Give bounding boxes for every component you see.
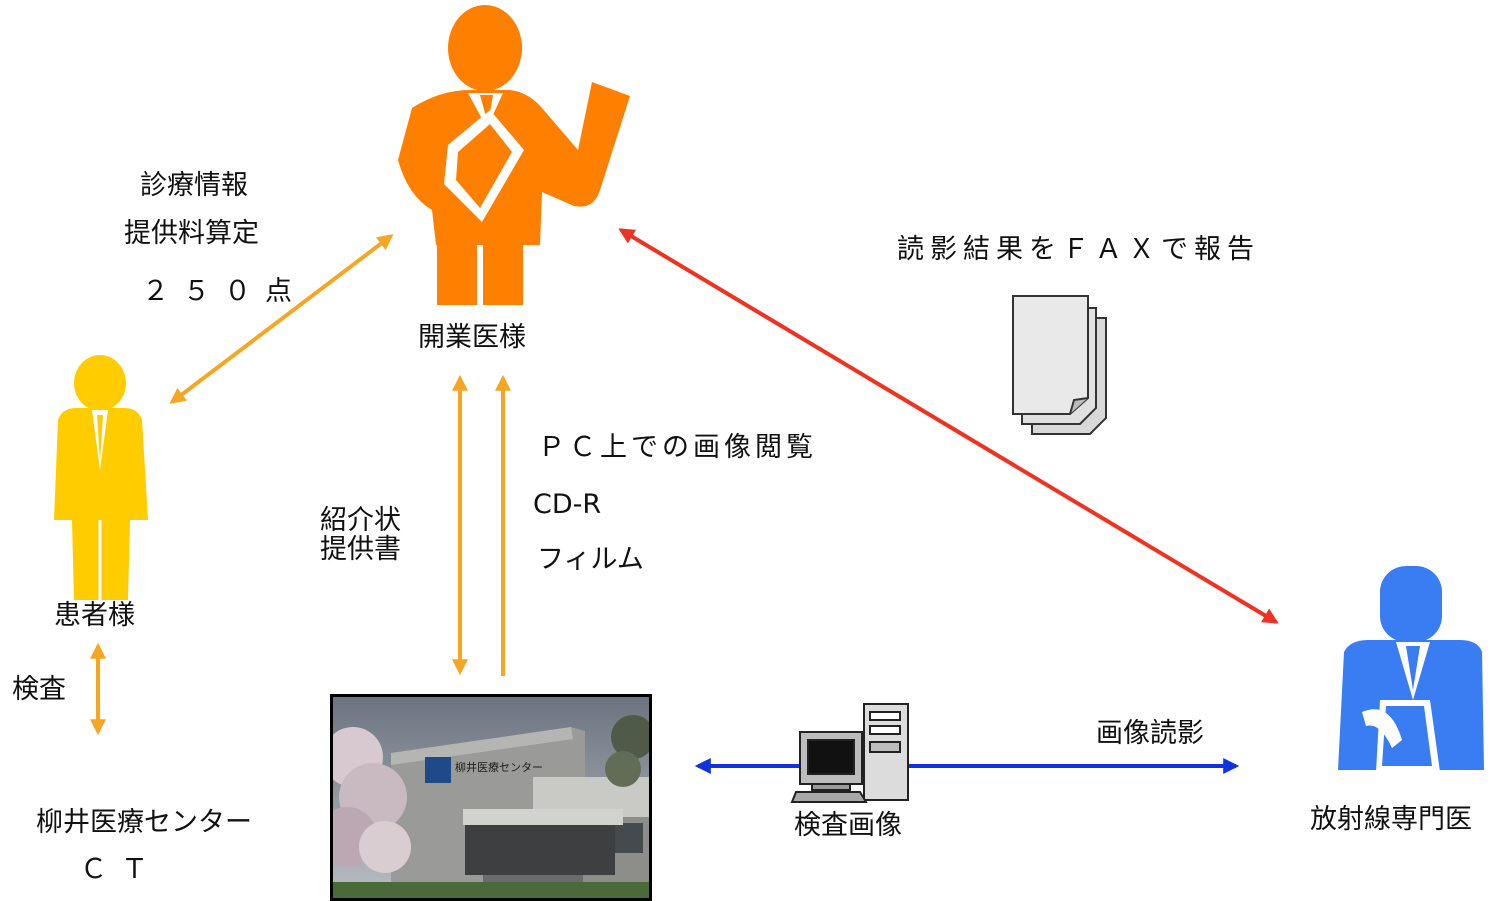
fee-label-line2: 提供料算定 — [124, 218, 259, 249]
computer-icon — [790, 703, 909, 803]
film-label: フィルム — [537, 544, 644, 575]
gp-label: 開業医様 — [418, 322, 526, 353]
exam-label: 検査 — [12, 674, 66, 705]
center-label-line1: 柳井医療センター — [36, 807, 252, 838]
fax-report-label: 読影結果をＦＡＸで報告 — [897, 234, 1260, 265]
fee-points-label: ２５０点 — [142, 276, 306, 307]
hospital-photo: 柳井医療センター — [330, 694, 652, 901]
patient-gp-arrow — [169, 234, 394, 404]
pc-view-label: ＰＣ上での画像閲覧 — [538, 432, 817, 463]
image-reading-label: 画像読影 — [1096, 718, 1204, 749]
exam-images-label: 検査画像 — [794, 810, 902, 841]
referral-label-line2: 提供書 — [320, 534, 401, 565]
center-label-line2: ＣＴ — [80, 854, 162, 885]
fee-label-line1: 診療情報 — [140, 170, 248, 201]
hospital-sign: 柳井医療センター — [455, 760, 543, 774]
referral-label-line1: 紹介状 — [320, 505, 401, 536]
radiologist-icon — [1338, 566, 1484, 772]
radiologist-label: 放射線専門医 — [1310, 804, 1472, 835]
gp-presenter-icon — [398, 5, 630, 305]
radiologist-gp-arrow — [618, 228, 1279, 624]
patient-label: 患者様 — [54, 600, 135, 631]
patient-icon — [54, 355, 148, 600]
cdr-label: CD-R — [533, 489, 602, 520]
document-stack-icon — [1012, 295, 1107, 435]
